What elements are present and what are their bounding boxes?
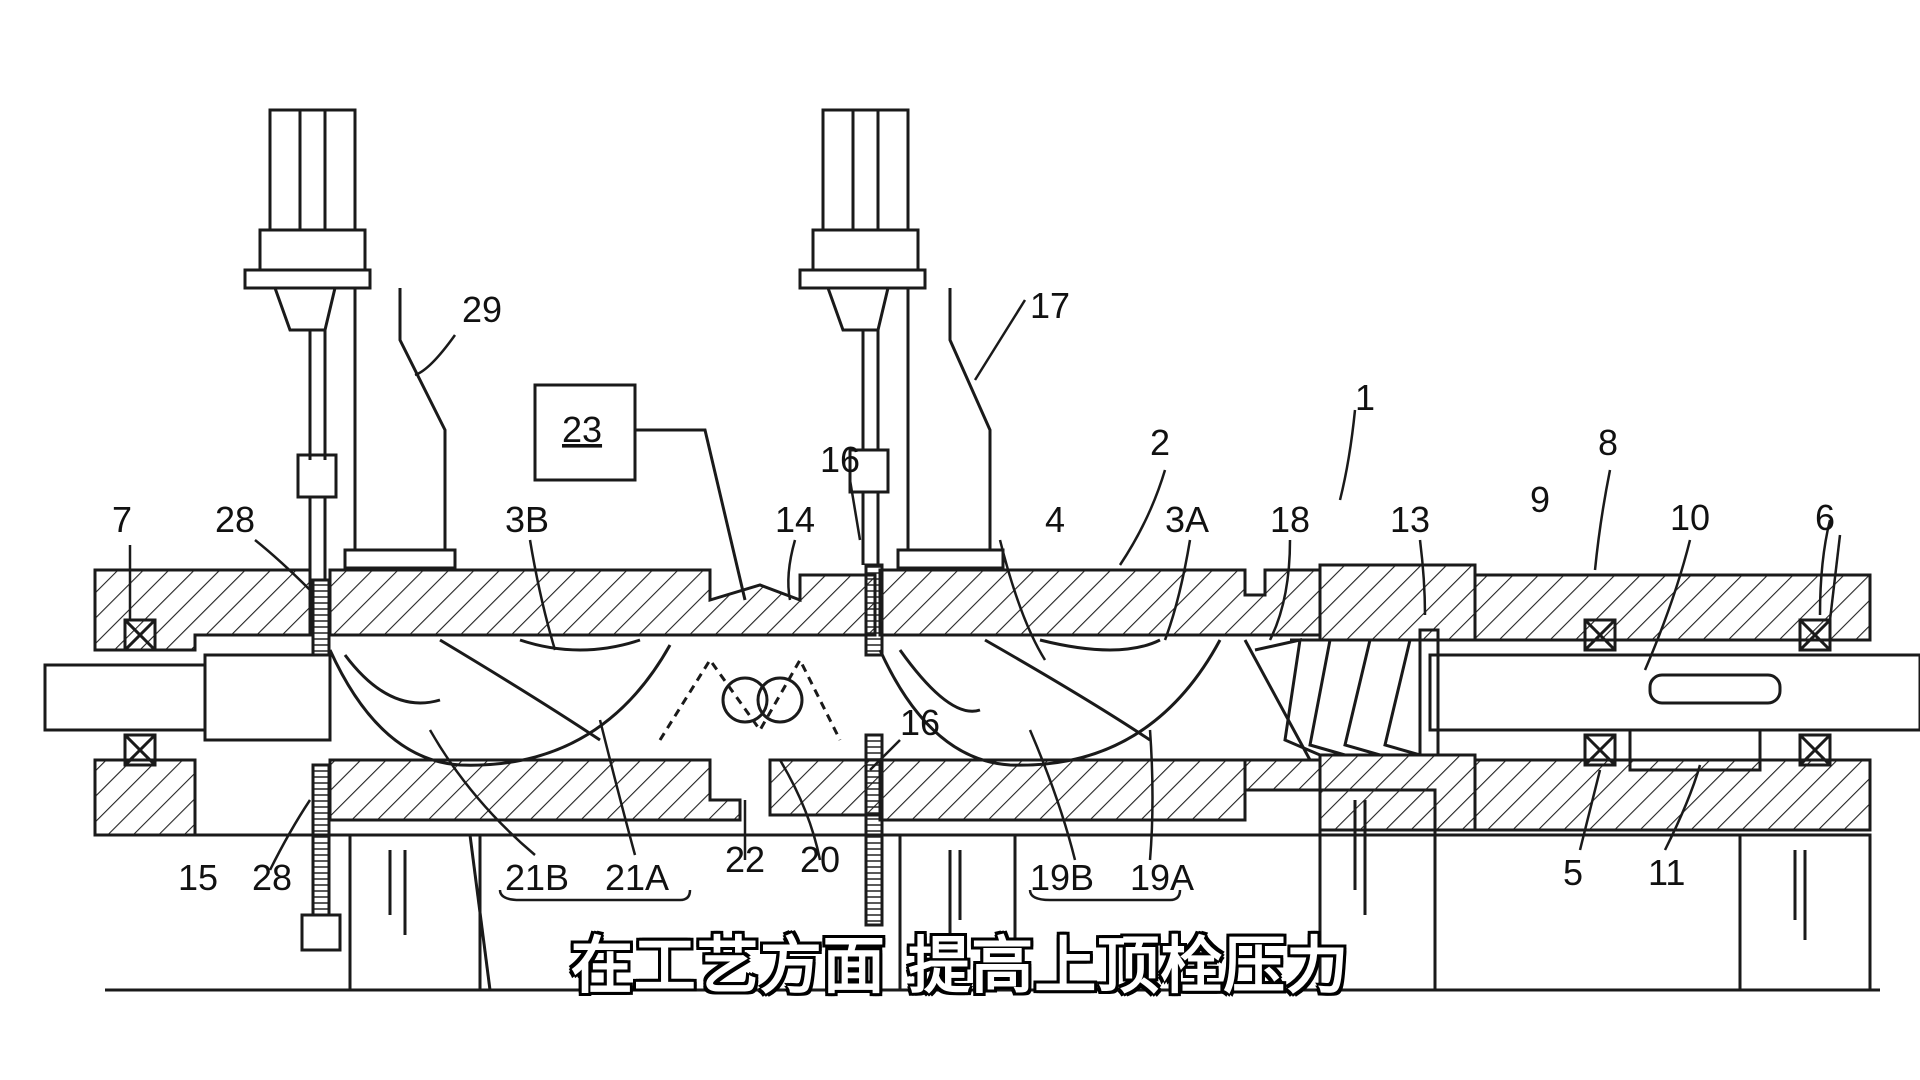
- label-6: 6: [1815, 497, 1835, 538]
- barrel-lower-wall: [93, 753, 1872, 837]
- label-8: 8: [1598, 422, 1618, 463]
- label-3B: 3B: [505, 499, 549, 540]
- label-4: 4: [1045, 499, 1065, 540]
- label-15: 15: [178, 857, 218, 898]
- label-2: 2: [1150, 422, 1170, 463]
- label-3A: 3A: [1165, 499, 1209, 540]
- label-7: 7: [112, 499, 132, 540]
- label-23: 23: [562, 409, 602, 450]
- left-motor-assembly: [243, 108, 457, 952]
- rotor-left: [328, 638, 842, 767]
- label-17: 17: [1030, 285, 1070, 326]
- label-16-upper: 16: [820, 439, 860, 480]
- label-13: 13: [1390, 499, 1430, 540]
- leader-lines: [128, 299, 1842, 902]
- label-5: 5: [1563, 852, 1583, 893]
- label-21A: 21A: [605, 857, 669, 898]
- shafts: [43, 653, 1920, 772]
- label-20: 20: [800, 839, 840, 880]
- label-11: 11: [1648, 852, 1685, 893]
- label-19B: 19B: [1030, 857, 1094, 898]
- label-1: 1: [1355, 377, 1375, 418]
- label-29: 29: [462, 289, 502, 330]
- barrel-upper-wall: [93, 563, 1872, 652]
- bearings: [123, 618, 1832, 767]
- subtitle-caption: 在工艺方面 提高上顶栓压力: [570, 929, 1350, 1002]
- label-18: 18: [1270, 499, 1310, 540]
- rotor-right: [878, 628, 1440, 767]
- label-28-upper: 28: [215, 499, 255, 540]
- label-21B: 21B: [505, 857, 569, 898]
- control-leader: [635, 428, 747, 601]
- label-14: 14: [775, 499, 815, 540]
- label-28-lower: 28: [252, 857, 292, 898]
- label-19A: 19A: [1130, 857, 1194, 898]
- label-22: 22: [725, 839, 765, 880]
- control-box: [533, 383, 637, 482]
- label-10: 10: [1670, 497, 1710, 538]
- label-9: 9: [1530, 479, 1550, 520]
- label-16-lower: 16: [900, 702, 940, 743]
